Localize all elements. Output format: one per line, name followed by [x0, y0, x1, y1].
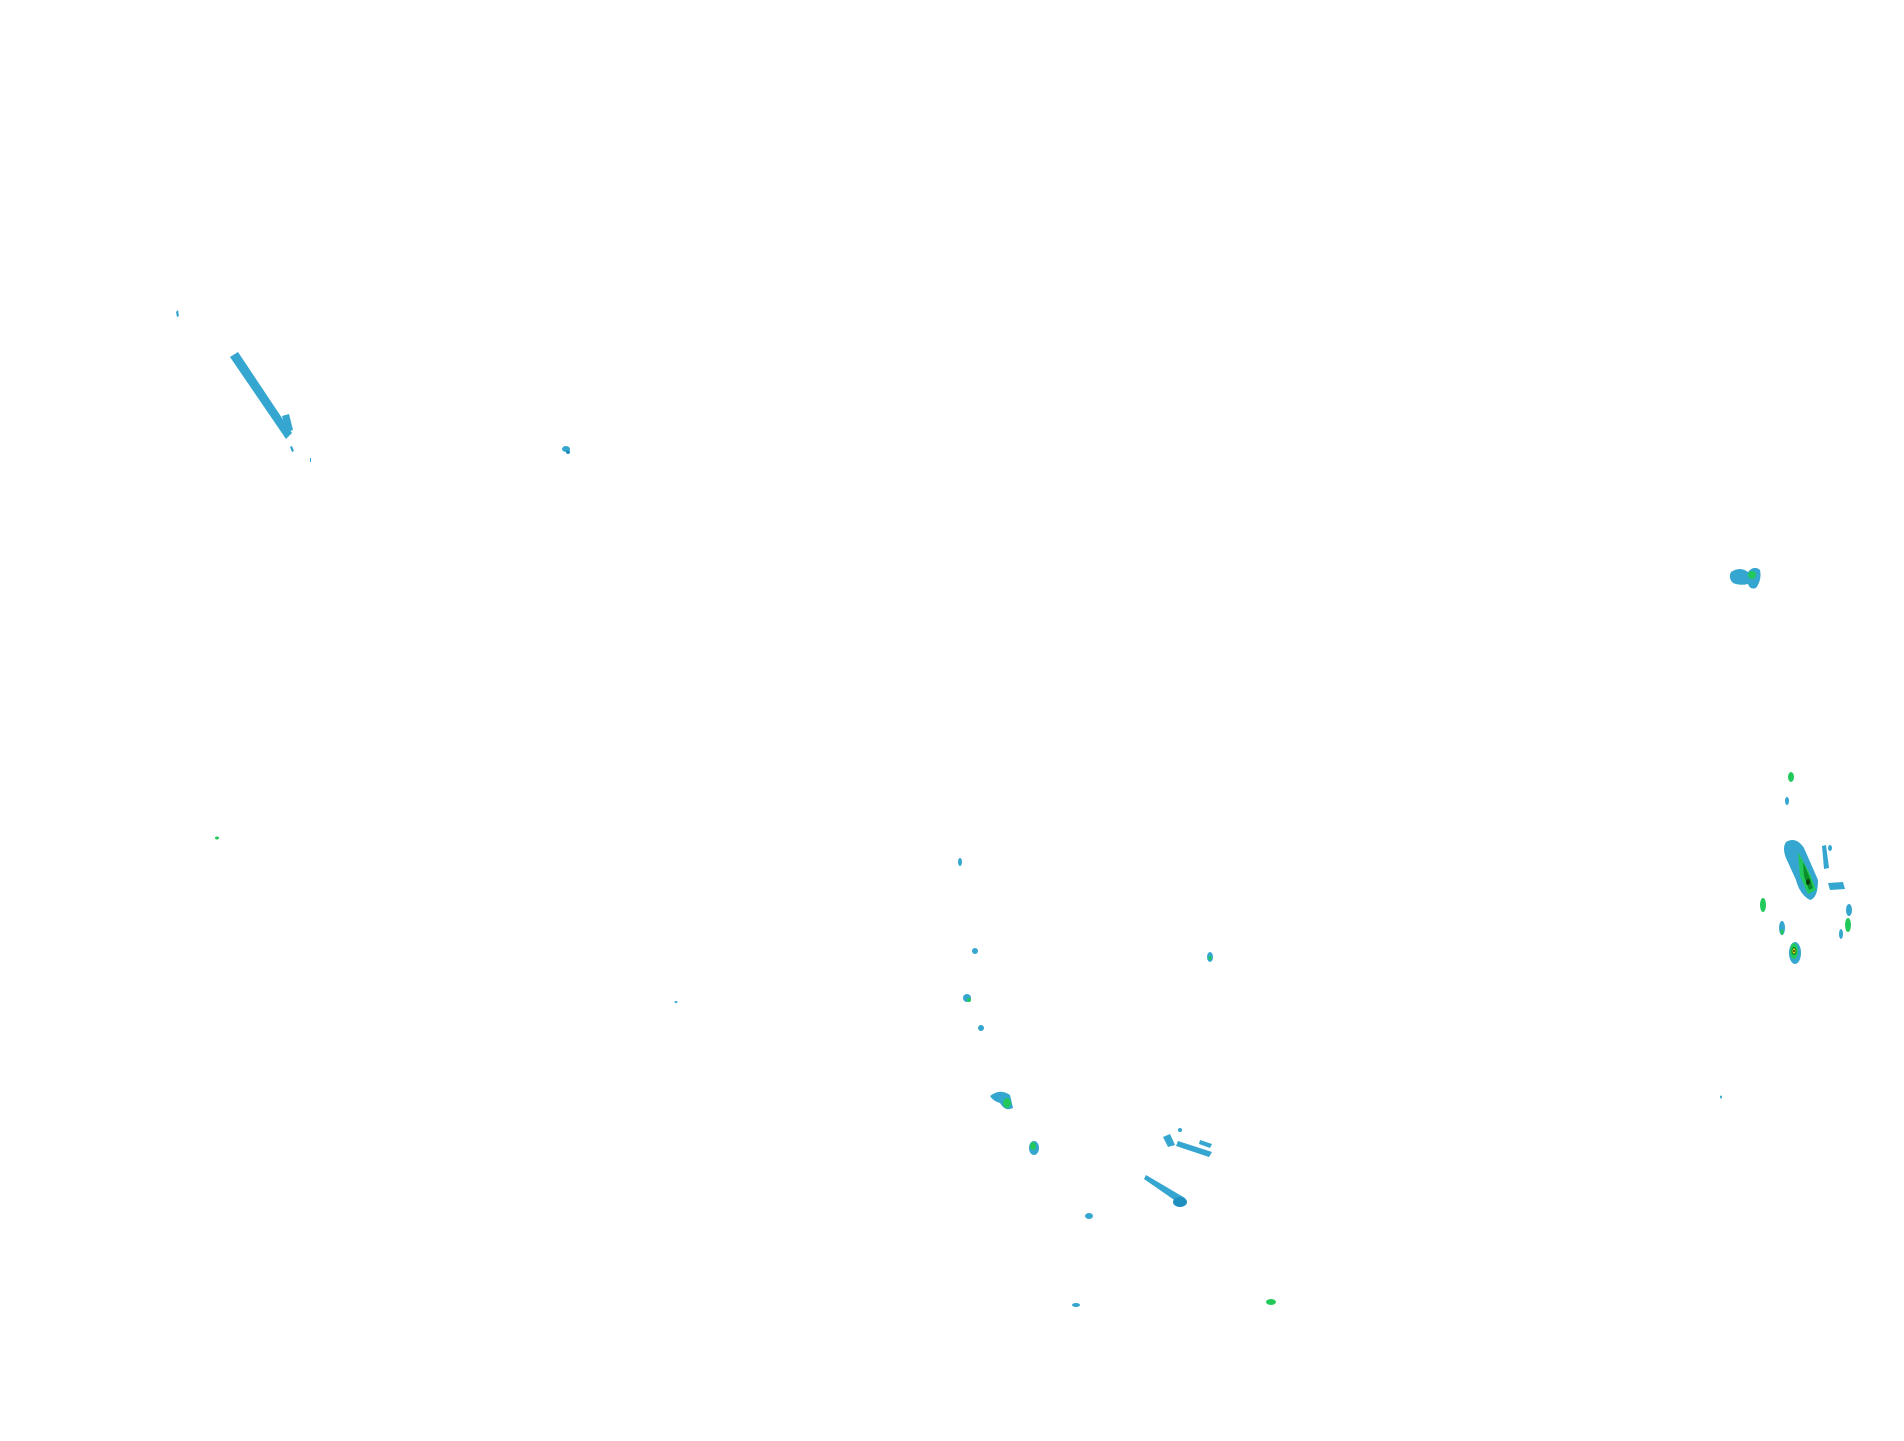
radar-echo-cluster-south [990, 1091, 1212, 1207]
radar-echo-band-northwest [176, 310, 311, 462]
radar-echo-cluster-east [1729, 567, 1852, 964]
radar-echo-small-cells [215, 446, 1722, 1307]
